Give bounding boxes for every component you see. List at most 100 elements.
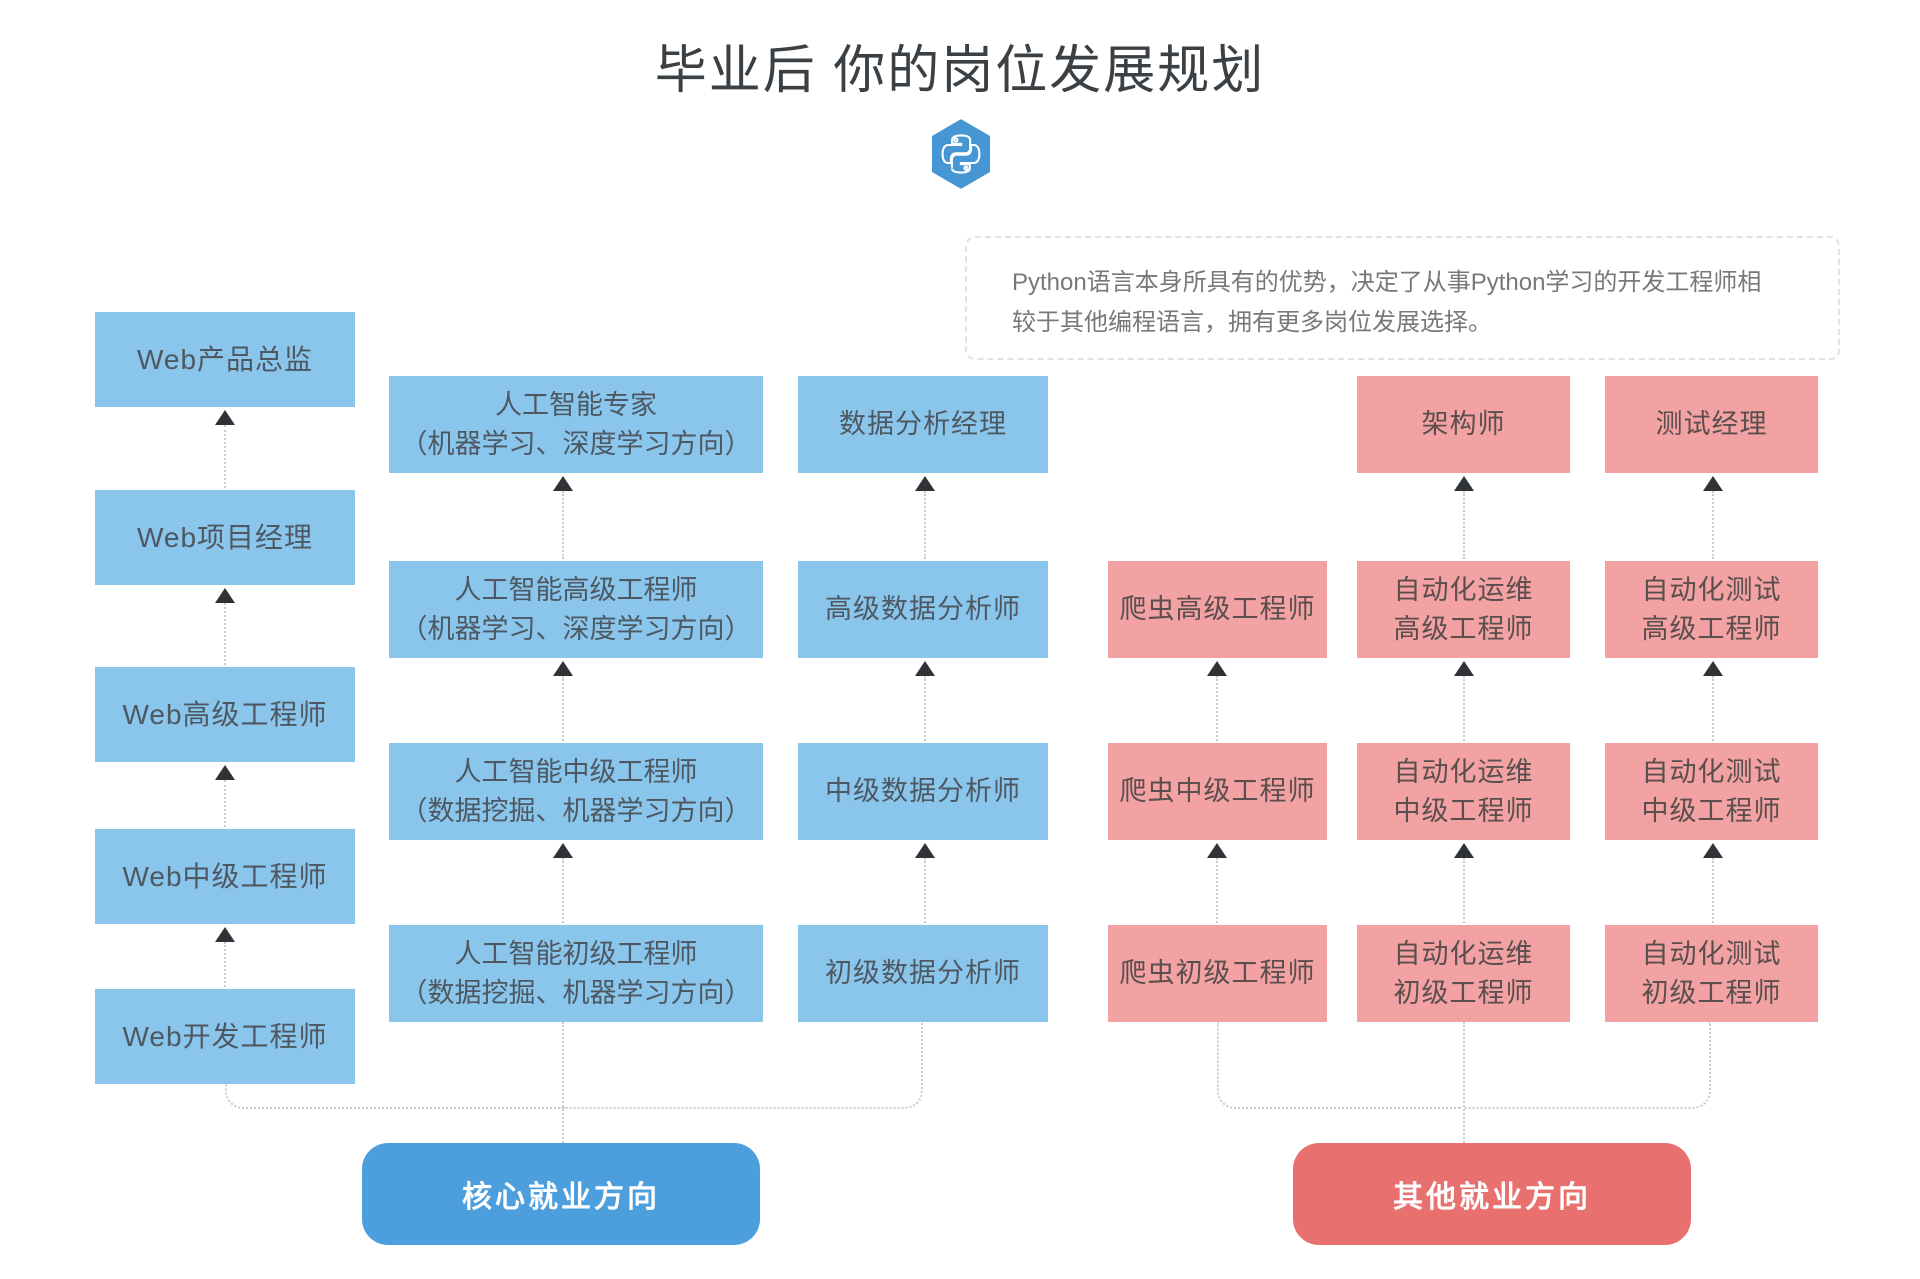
group-connector-core-right — [563, 1022, 923, 1109]
node-label: 架构师 — [1421, 409, 1506, 439]
group-connector-core-left — [225, 1084, 563, 1109]
node-sublabel: （机器学习、深度学习方向） — [400, 613, 752, 644]
node-crawler-mid-engineer: 爬虫中级工程师 — [1108, 743, 1327, 840]
other-direction-label: 其他就业方向 — [1393, 1181, 1591, 1214]
dotted-line — [924, 491, 926, 559]
node-web-project-manager: Web项目经理 — [95, 490, 355, 585]
node-devops-mid-engineer: 自动化运维 中级工程师 — [1357, 743, 1570, 840]
group-connector-other-left — [1217, 1022, 1462, 1109]
node-label: 人工智能中级工程师 — [454, 756, 698, 787]
node-architect: 架构师 — [1357, 376, 1570, 473]
node-web-senior-engineer: Web高级工程师 — [95, 667, 355, 762]
node-label: 自动化运维 — [1393, 938, 1534, 969]
node-ai-senior-engineer: 人工智能高级工程师 （机器学习、深度学习方向） — [389, 561, 763, 658]
dotted-line — [1712, 491, 1714, 559]
arrow-up-icon — [915, 661, 935, 676]
python-logo-icon — [929, 118, 993, 195]
node-label: 自动化测试 — [1641, 756, 1782, 787]
note-box: Python语言本身所具有的优势，决定了从事Python学习的开发工程师相较于其… — [965, 236, 1840, 360]
dotted-line — [1216, 676, 1218, 741]
arrow-up-icon — [553, 843, 573, 858]
node-test-senior-engineer: 自动化测试 高级工程师 — [1605, 561, 1818, 658]
core-direction-label: 核心就业方向 — [462, 1181, 660, 1214]
node-label: 爬虫中级工程师 — [1119, 776, 1316, 806]
node-ai-junior-engineer: 人工智能初级工程师 （数据挖掘、机器学习方向） — [389, 925, 763, 1022]
dotted-line — [224, 780, 226, 827]
arrow-up-icon — [215, 410, 235, 425]
dotted-line-to-core-button — [562, 1022, 564, 1143]
node-senior-data-analyst: 高级数据分析师 — [798, 561, 1048, 658]
dotted-line — [1463, 491, 1465, 559]
group-connector-other-right — [1464, 1022, 1711, 1109]
node-web-mid-engineer: Web中级工程师 — [95, 829, 355, 924]
arrow-up-icon — [1207, 661, 1227, 676]
arrow-up-icon — [915, 476, 935, 491]
arrow-up-icon — [1454, 476, 1474, 491]
arrow-up-icon — [553, 661, 573, 676]
arrow-up-icon — [215, 927, 235, 942]
node-label: Web项目经理 — [136, 522, 314, 553]
dotted-line — [924, 858, 926, 923]
node-label: 自动化运维 — [1393, 756, 1534, 787]
node-test-junior-engineer: 自动化测试 初级工程师 — [1605, 925, 1818, 1022]
node-sublabel: 高级工程师 — [1393, 613, 1534, 644]
node-sublabel: （数据挖掘、机器学习方向） — [400, 795, 752, 826]
node-sublabel: （数据挖掘、机器学习方向） — [400, 977, 752, 1008]
node-devops-senior-engineer: 自动化运维 高级工程师 — [1357, 561, 1570, 658]
arrow-up-icon — [1454, 661, 1474, 676]
arrow-up-icon — [1454, 843, 1474, 858]
dotted-line — [224, 425, 226, 488]
node-label: 爬虫初级工程师 — [1119, 958, 1316, 988]
node-sublabel: 中级工程师 — [1393, 795, 1534, 826]
dotted-line-to-other-button — [1463, 1022, 1465, 1143]
node-label: Web中级工程师 — [122, 861, 328, 892]
node-web-developer: Web开发工程师 — [95, 989, 355, 1084]
dotted-line — [562, 858, 564, 923]
node-label: 人工智能高级工程师 — [454, 574, 698, 605]
dotted-line — [1712, 858, 1714, 923]
node-label: 自动化测试 — [1641, 938, 1782, 969]
node-label: 人工智能专家 — [495, 389, 657, 420]
dotted-line — [224, 603, 226, 665]
node-label: Web高级工程师 — [122, 699, 328, 730]
dotted-line — [1463, 676, 1465, 741]
arrow-up-icon — [1207, 843, 1227, 858]
arrow-up-icon — [915, 843, 935, 858]
dotted-line — [1216, 858, 1218, 923]
dotted-line — [1463, 858, 1465, 923]
node-crawler-junior-engineer: 爬虫初级工程师 — [1108, 925, 1327, 1022]
arrow-up-icon — [215, 588, 235, 603]
node-sublabel: 初级工程师 — [1641, 977, 1782, 1008]
dotted-line — [562, 491, 564, 559]
node-label: 自动化运维 — [1393, 574, 1534, 605]
page-title: 毕业后 你的岗位发展规划 — [654, 42, 1266, 100]
arrow-up-icon — [553, 476, 573, 491]
dotted-line — [1712, 676, 1714, 741]
arrow-up-icon — [215, 765, 235, 780]
node-mid-data-analyst: 中级数据分析师 — [798, 743, 1048, 840]
node-label: 数据分析经理 — [839, 409, 1007, 439]
node-crawler-senior-engineer: 爬虫高级工程师 — [1108, 561, 1327, 658]
node-label: Web开发工程师 — [122, 1021, 328, 1052]
node-sublabel: （机器学习、深度学习方向） — [400, 428, 752, 459]
node-ai-expert: 人工智能专家 （机器学习、深度学习方向） — [389, 376, 763, 473]
node-ai-mid-engineer: 人工智能中级工程师 （数据挖掘、机器学习方向） — [389, 743, 763, 840]
dotted-line — [924, 676, 926, 741]
node-devops-junior-engineer: 自动化运维 初级工程师 — [1357, 925, 1570, 1022]
node-sublabel: 初级工程师 — [1393, 977, 1534, 1008]
node-web-product-director: Web产品总监 — [95, 312, 355, 407]
dotted-line — [224, 942, 226, 987]
node-label: 自动化测试 — [1641, 574, 1782, 605]
arrow-up-icon — [1703, 843, 1723, 858]
node-sublabel: 高级工程师 — [1641, 613, 1782, 644]
other-direction-badge: 其他就业方向 — [1293, 1143, 1691, 1245]
node-label: Web产品总监 — [136, 344, 314, 375]
node-label: 爬虫高级工程师 — [1119, 594, 1316, 624]
node-label: 人工智能初级工程师 — [454, 938, 698, 969]
node-test-mid-engineer: 自动化测试 中级工程师 — [1605, 743, 1818, 840]
node-label: 测试经理 — [1655, 409, 1768, 439]
node-sublabel: 中级工程师 — [1641, 795, 1782, 826]
node-junior-data-analyst: 初级数据分析师 — [798, 925, 1048, 1022]
core-direction-badge: 核心就业方向 — [362, 1143, 760, 1245]
